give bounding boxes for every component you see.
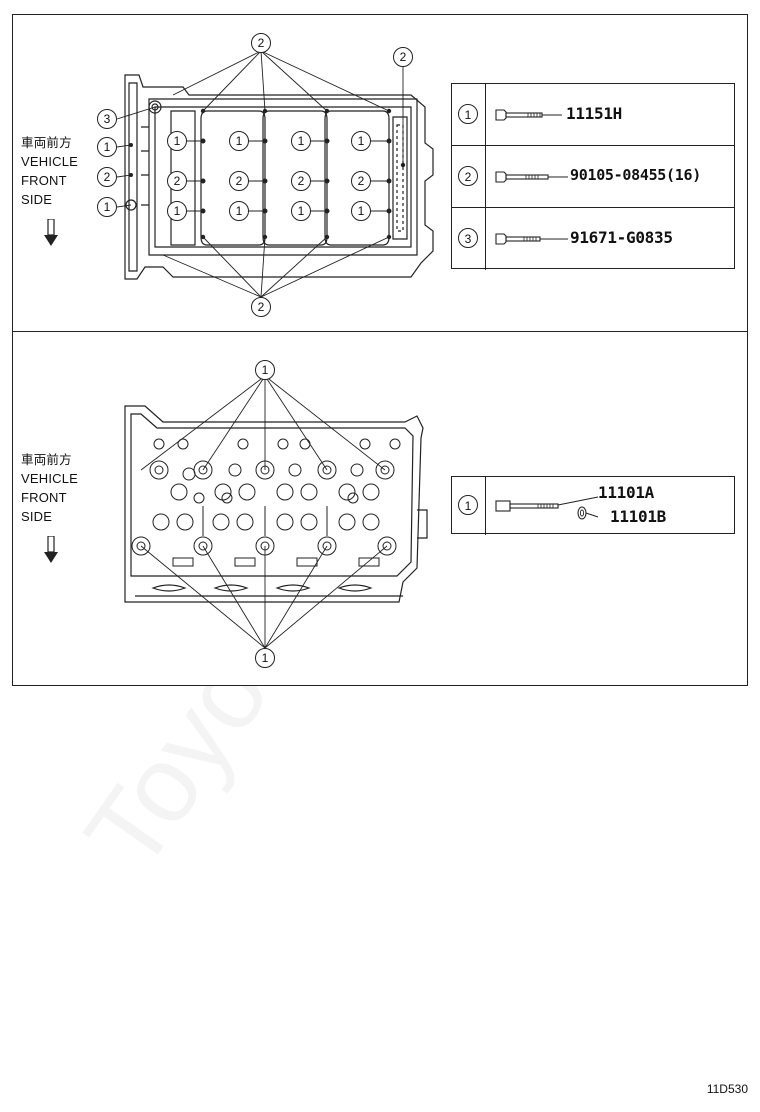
part-index: 2	[458, 166, 478, 186]
part-number: 91671-G0835	[570, 228, 673, 247]
callout-2-bottom: 2	[251, 297, 271, 317]
vehicle-front-label: 車両前方 VEHICLE FRONT SIDE	[21, 133, 78, 209]
part-row-3: 3 91671-G0835	[452, 208, 734, 270]
vehicle-front-line2: FRONT	[21, 173, 67, 188]
part-index: 3	[458, 228, 478, 248]
vehicle-front-line3: SIDE	[21, 509, 53, 524]
page-code: 11D530	[706, 1082, 748, 1096]
cam-housing-drawing	[116, 50, 434, 298]
callout-1-bottom: 1	[255, 648, 275, 668]
vehicle-front-line3: SIDE	[21, 192, 53, 207]
callout-bay4-row1: 1	[351, 131, 371, 151]
part-number-a: 11101A	[598, 483, 654, 502]
cylinder-head-drawing	[124, 375, 428, 649]
vehicle-front-line1: VEHICLE	[21, 471, 79, 486]
callout-bay3-row3: 1	[291, 201, 311, 221]
callout-1-left-a: 1	[97, 137, 117, 157]
front-direction-arrow-icon	[44, 536, 58, 563]
part-index: 1	[458, 495, 478, 515]
callout-3-left: 3	[97, 109, 117, 129]
vehicle-front-line1: VEHICLE	[21, 154, 79, 169]
callout-bay4-row2: 2	[351, 171, 371, 191]
callout-2-top: 2	[251, 33, 271, 53]
part-number: 90105-08455(16)	[570, 166, 701, 184]
part-number-b: 11101B	[610, 507, 666, 526]
part-row-2: 2 90105-08455(16)	[452, 146, 734, 208]
callout-bay1-row2: 2	[167, 171, 187, 191]
part-number: 11151H	[566, 104, 622, 123]
bolt-icon	[495, 171, 568, 183]
part-index-cell: 3	[452, 208, 486, 270]
callout-bay1-row3: 1	[167, 201, 187, 221]
vehicle-front-line2: FRONT	[21, 490, 67, 505]
callout-bay2-row2: 2	[229, 171, 249, 191]
part-index: 1	[458, 104, 478, 124]
part-row-1: 1 11101A 11101B	[452, 477, 734, 535]
head-bolt-and-washer-icon	[495, 496, 599, 520]
bolt-icon	[495, 109, 562, 121]
front-direction-arrow-icon	[44, 219, 58, 246]
callout-1-left-b: 1	[97, 197, 117, 217]
callout-bay1-row1: 1	[167, 131, 187, 151]
callout-1-top: 1	[255, 360, 275, 380]
parts-table-top: 1 11151H 2 90105-08455(16)	[451, 83, 735, 270]
parts-table-bottom: 1 11101A 11101B	[451, 476, 735, 535]
bottom-view-panel: 車両前方 VEHICLE FRONT SIDE	[12, 331, 748, 686]
vehicle-front-jp: 車両前方	[21, 135, 72, 150]
callout-bay2-row3: 1	[229, 201, 249, 221]
vehicle-front-label-bottom: 車両前方 VEHICLE FRONT SIDE	[21, 450, 78, 526]
callout-bay4-row3: 1	[351, 201, 371, 221]
callout-bay3-row1: 1	[291, 131, 311, 151]
callout-bay3-row2: 2	[291, 171, 311, 191]
top-view-panel: 車両前方 VEHICLE FRONT SIDE	[12, 14, 748, 332]
callout-2-left: 2	[97, 167, 117, 187]
vehicle-front-jp: 車両前方	[21, 452, 72, 467]
part-row-1: 1 11151H	[452, 84, 734, 146]
callout-bay2-row1: 1	[229, 131, 249, 151]
part-index-cell: 1	[452, 84, 486, 145]
part-index-cell: 2	[452, 146, 486, 207]
bolt-icon	[495, 233, 568, 245]
part-index-cell: 1	[452, 477, 486, 535]
callout-2-right: 2	[393, 47, 413, 67]
